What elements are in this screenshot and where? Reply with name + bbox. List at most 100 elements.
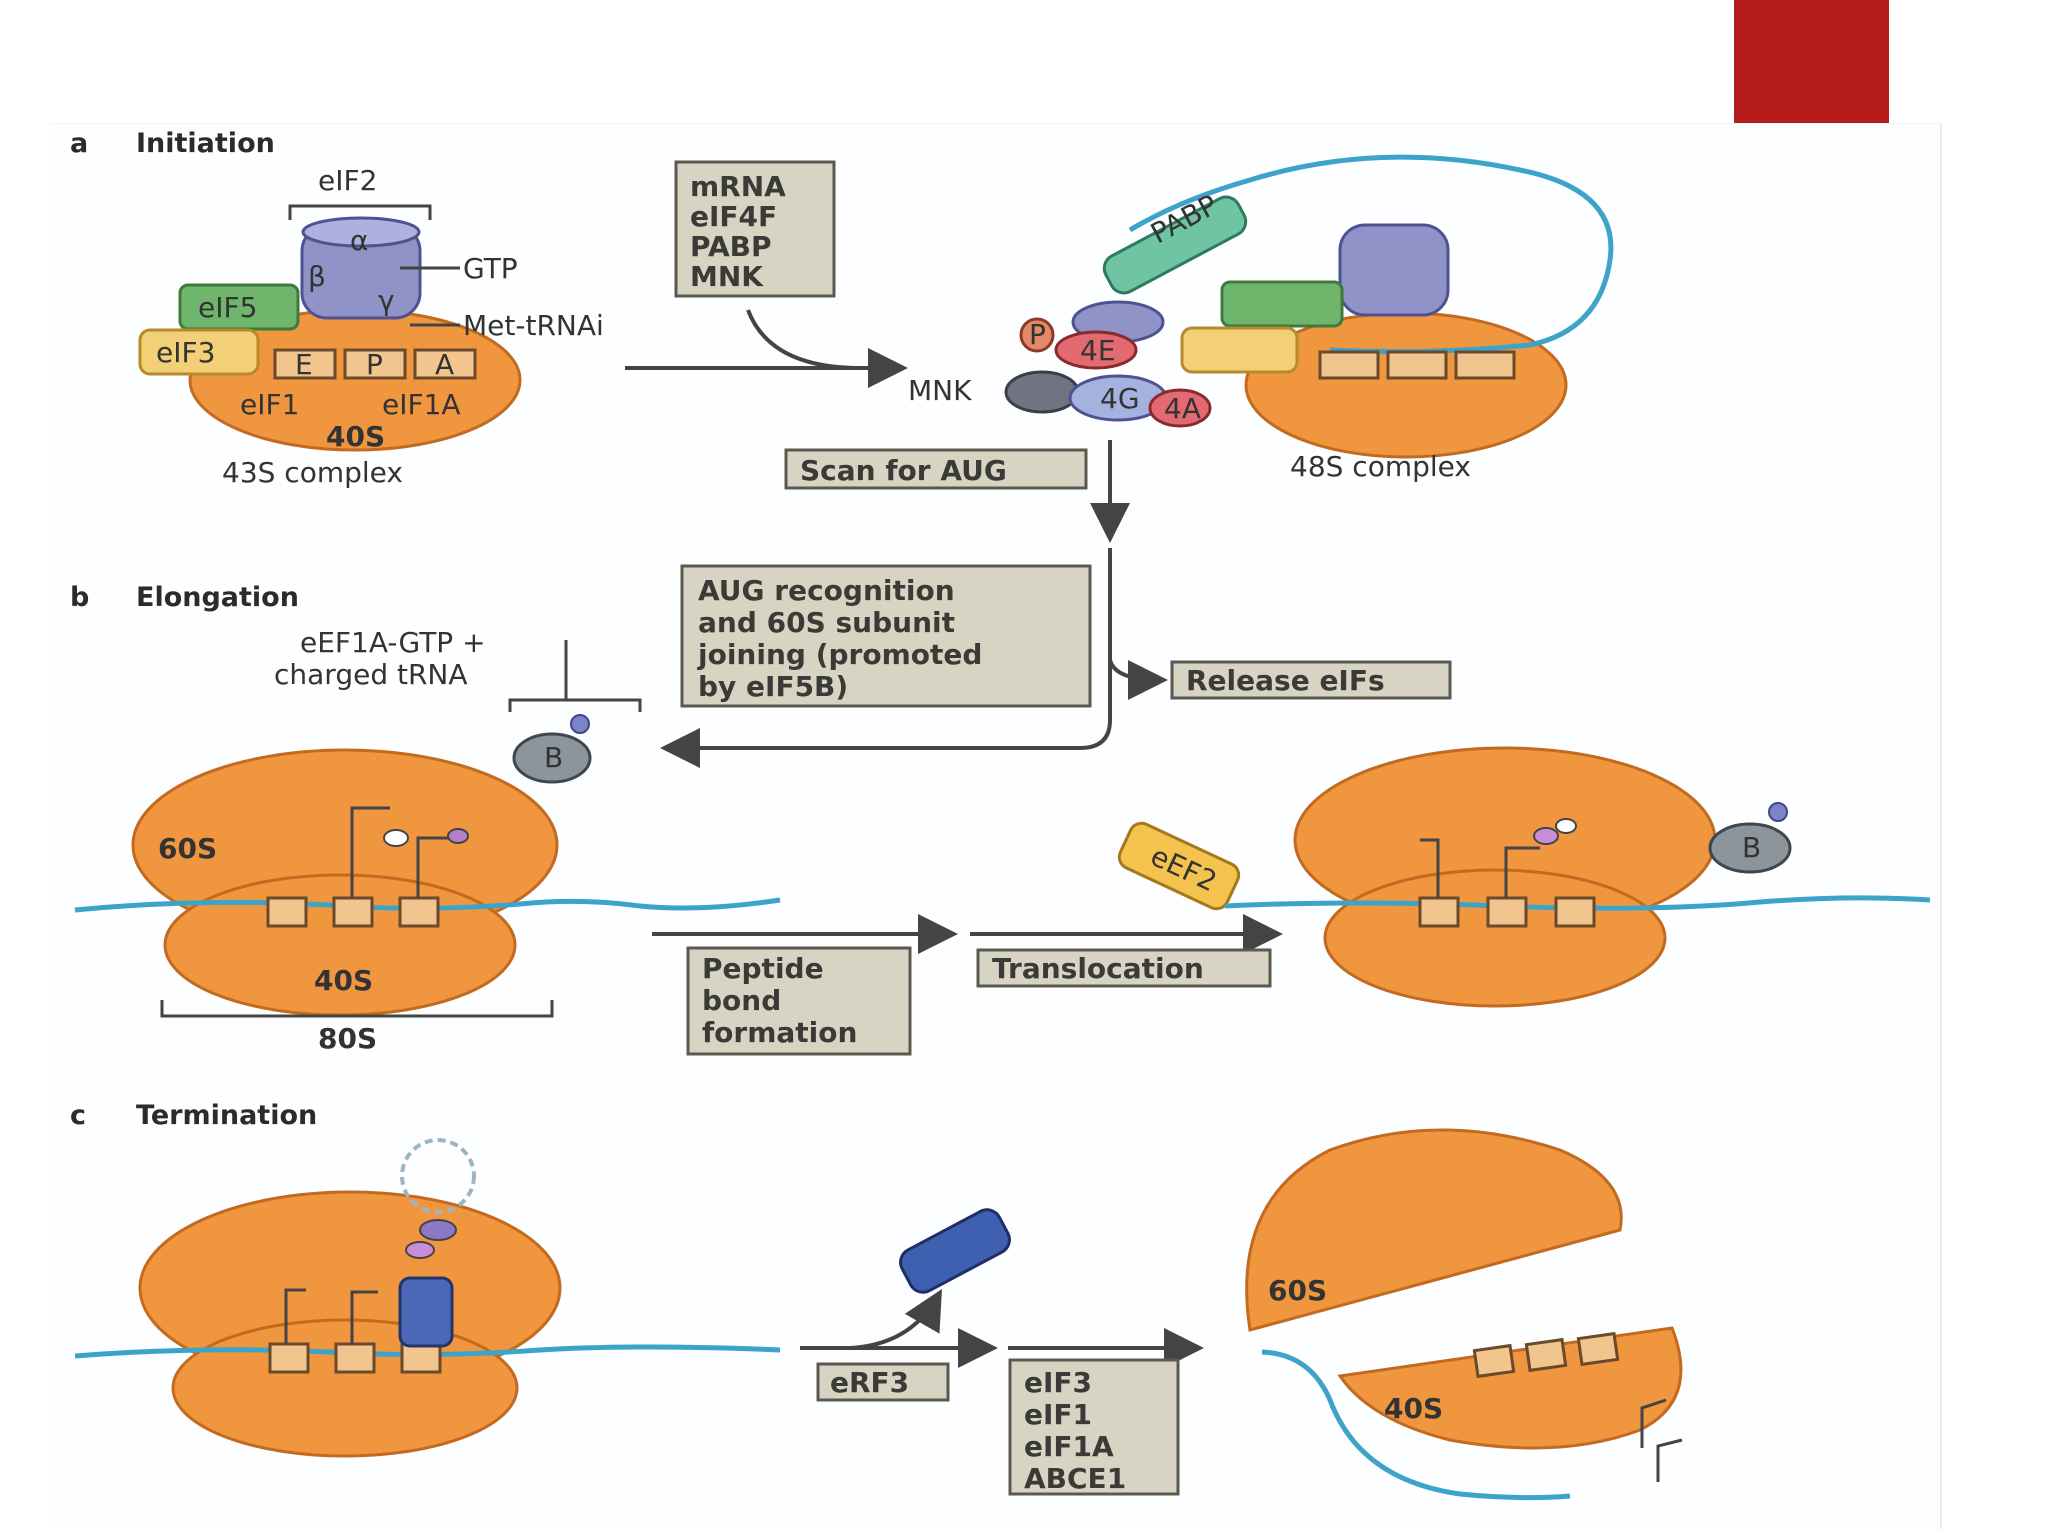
pabp-protein xyxy=(1102,195,1248,295)
scan-aug-box xyxy=(784,448,1088,490)
factor-pabp: PABP xyxy=(690,230,771,263)
peptide-bond-box: Peptide bond formation xyxy=(686,946,912,1056)
translocation-label: Translocation xyxy=(992,952,1204,985)
eif4g-label: 4G xyxy=(1100,382,1140,415)
peptide-line-1: Peptide xyxy=(702,952,824,985)
eif4a-protein xyxy=(1148,388,1212,428)
section-b-letter: b xyxy=(70,582,89,613)
p-site xyxy=(343,348,407,380)
ribosome-40s-right xyxy=(1323,868,1667,1008)
aug-line-1: AUG recognition xyxy=(698,574,955,607)
mrna-right xyxy=(1224,895,1931,911)
eif2-48s xyxy=(1338,223,1450,317)
eif5-label: eIF5 xyxy=(198,291,257,324)
release-eifs-box xyxy=(1170,660,1452,700)
section-b-title: Elongation xyxy=(136,582,299,613)
released-mrna xyxy=(1261,1349,1571,1501)
eef2-protein xyxy=(1117,821,1241,911)
phospho-label: P xyxy=(1029,318,1046,351)
factor-join-arrow xyxy=(746,309,861,370)
peptide-line-2: bond xyxy=(702,984,781,1017)
recycle-eif1: eIF1 xyxy=(1024,1398,1092,1431)
60s-label-left: 60S xyxy=(158,832,217,865)
release-eifs-label: Release eIFs xyxy=(1186,664,1385,697)
terminating-ribosome xyxy=(74,1138,781,1458)
40s-label-43s: 40S xyxy=(326,420,385,453)
recycle-abce1: ABCE1 xyxy=(1024,1462,1126,1495)
aug-line-3: joining (promoted xyxy=(697,638,982,671)
erf-released xyxy=(899,1208,1011,1294)
peptide-line-3: formation xyxy=(702,1016,857,1049)
ribosome-80s-left: 60S 40S 80S xyxy=(74,748,781,1055)
eif3-protein xyxy=(138,328,260,376)
release-arrow xyxy=(1108,659,1168,700)
mnk-label: MNK xyxy=(908,374,972,407)
complex-48s: PABP P 4E MNK 4G 4A 48S complex xyxy=(908,154,1614,483)
eif3-48s xyxy=(1180,326,1299,374)
aug-line-2: and 60S subunit xyxy=(698,606,955,639)
80s-label: 80S xyxy=(318,1022,377,1055)
eef1a-right xyxy=(1708,822,1792,874)
dissociated-subunits: 60S 40S xyxy=(1245,1128,1683,1501)
eif4e-protein xyxy=(1054,330,1138,370)
40s-label-left: 40S xyxy=(314,964,373,997)
eif1-label: eIF1 xyxy=(240,388,299,421)
complex-43s: eIF2 α β γ GTP Met-tRNAi eIF5 eIF3 E P A… xyxy=(138,164,604,489)
peptide-chain xyxy=(400,1138,476,1214)
erf1-protein xyxy=(398,1276,454,1348)
ribosome-80s-right: B xyxy=(1224,746,1931,1008)
eif3-label: eIF3 xyxy=(156,336,215,369)
eif4a-label: 4A xyxy=(1164,392,1201,425)
erf3-label: eRF3 xyxy=(830,1366,909,1399)
factor-eif4f: eIF4F xyxy=(690,200,777,233)
mnk-protein xyxy=(1004,370,1080,414)
eif1a-label: eIF1A xyxy=(382,388,461,421)
complex-43s-label: 43S complex xyxy=(222,456,403,489)
eif2-gamma: γ xyxy=(378,284,395,317)
charged-trna-line-2: charged tRNA xyxy=(274,658,468,691)
section-c-title: Termination xyxy=(136,1100,317,1131)
mrna-loop xyxy=(1128,154,1614,355)
eif2-label: eIF2 xyxy=(318,164,377,197)
recycle-eif1a: eIF1A xyxy=(1024,1430,1114,1463)
e-site xyxy=(273,348,337,380)
recycling-factors-box: eIF3 eIF1 eIF1A ABCE1 xyxy=(1008,1358,1180,1496)
mrna-left xyxy=(74,897,781,913)
initiation-factors-box: mRNA eIF4F PABP MNK xyxy=(674,160,836,298)
erf-release-arrow xyxy=(849,1289,942,1350)
red-corner-block xyxy=(1734,0,1889,123)
eif2-alpha: α xyxy=(350,224,368,257)
charged-trna-line-1: eEF1A-GTP + xyxy=(300,626,486,659)
erf3-box xyxy=(816,1362,950,1402)
eef1a-b-right-label: B xyxy=(1742,831,1761,864)
a-site xyxy=(413,348,477,380)
recycle-eif3: eIF3 xyxy=(1024,1366,1092,1399)
eef1a-protein xyxy=(512,732,592,784)
factor-mrna: mRNA xyxy=(690,170,786,203)
complex-48s-label: 48S complex xyxy=(1290,450,1471,483)
scan-aug-label: Scan for AUG xyxy=(800,454,1007,487)
aug-line-4: by eIF5B) xyxy=(698,670,848,703)
p-site-label: P xyxy=(366,348,383,381)
free-60s-subunit xyxy=(1245,1128,1623,1332)
translocation-box xyxy=(976,948,1272,988)
free-40s-label: 40S xyxy=(1384,1392,1443,1425)
eif2-beta: β xyxy=(308,260,326,293)
free-60s-label: 60S xyxy=(1268,1274,1327,1307)
join-arrow xyxy=(660,548,1112,768)
e-site-label: E xyxy=(295,348,313,381)
eif5-48s xyxy=(1220,280,1344,328)
section-a-title: Initiation xyxy=(136,128,275,159)
aug-recognition-box: AUG recognition and 60S subunit joining … xyxy=(680,564,1092,708)
phospho-marker xyxy=(1019,317,1055,353)
section-a-letter: a xyxy=(70,128,88,159)
ribosome-40s-term xyxy=(171,1318,519,1458)
section-c-letter: c xyxy=(70,1100,86,1131)
met-trna-label: Met-tRNAi xyxy=(463,309,604,342)
eif4e-label: 4E xyxy=(1080,334,1116,367)
gtp-label: GTP xyxy=(463,252,518,285)
factor-mnk: MNK xyxy=(690,260,764,293)
eef1a-b-label: B xyxy=(544,741,563,774)
a-site-label: A xyxy=(435,348,454,381)
